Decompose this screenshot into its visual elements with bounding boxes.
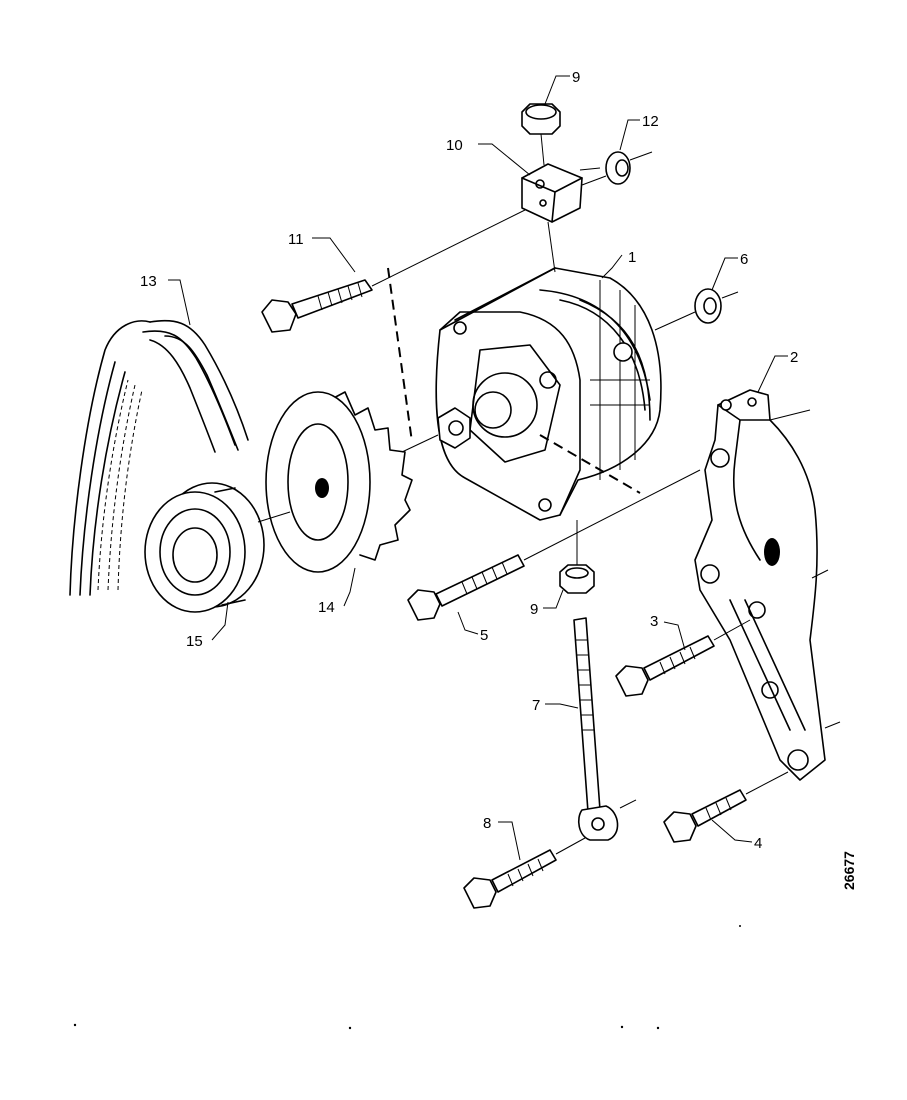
- callout-13: 13: [140, 273, 157, 290]
- fan-pulley: [265, 391, 413, 573]
- callout-4: 4: [754, 835, 762, 852]
- callout-9-lower: 9: [530, 601, 538, 618]
- callout-3: 3: [650, 613, 658, 630]
- mounting-bracket: [694, 389, 841, 781]
- callout-15: 15: [186, 633, 203, 650]
- callout-5: 5: [480, 627, 488, 644]
- reference-number: 26677: [841, 851, 857, 890]
- callout-6: 6: [740, 251, 748, 268]
- bolt-3: [615, 619, 751, 697]
- assembly-lines: [257, 167, 601, 523]
- callout-9-top: 9: [572, 69, 580, 86]
- alternator: [435, 267, 662, 521]
- callout-7: 7: [532, 697, 540, 714]
- bolt-8: [463, 837, 586, 909]
- tension-block: [521, 163, 583, 273]
- bolt-4: [663, 771, 789, 843]
- callout-11: 11: [288, 231, 304, 248]
- mounting-guide-lines: [387, 267, 641, 494]
- nut-6: [654, 288, 739, 331]
- nut-top: [521, 103, 561, 166]
- callout-14: 14: [318, 599, 335, 616]
- callout-1: 1: [628, 249, 636, 266]
- callout-numbers: 1 2 3 4 5 6 7 8 9 9 10 11 12 13 14 15: [140, 69, 798, 852]
- callout-2: 2: [790, 349, 798, 366]
- callout-10: 10: [446, 137, 463, 154]
- nut-12: [581, 151, 653, 186]
- adjusting-rod: [573, 617, 637, 841]
- nut-lower: [559, 520, 595, 594]
- callout-leaders: [168, 75, 788, 861]
- scan-specks: [73, 925, 741, 1030]
- crank-pulley: [144, 482, 265, 613]
- drive-belt: [69, 319, 249, 596]
- callout-12: 12: [642, 113, 659, 130]
- bolt-11: [261, 209, 526, 333]
- bolt-5: [407, 469, 701, 621]
- callout-8: 8: [483, 815, 491, 832]
